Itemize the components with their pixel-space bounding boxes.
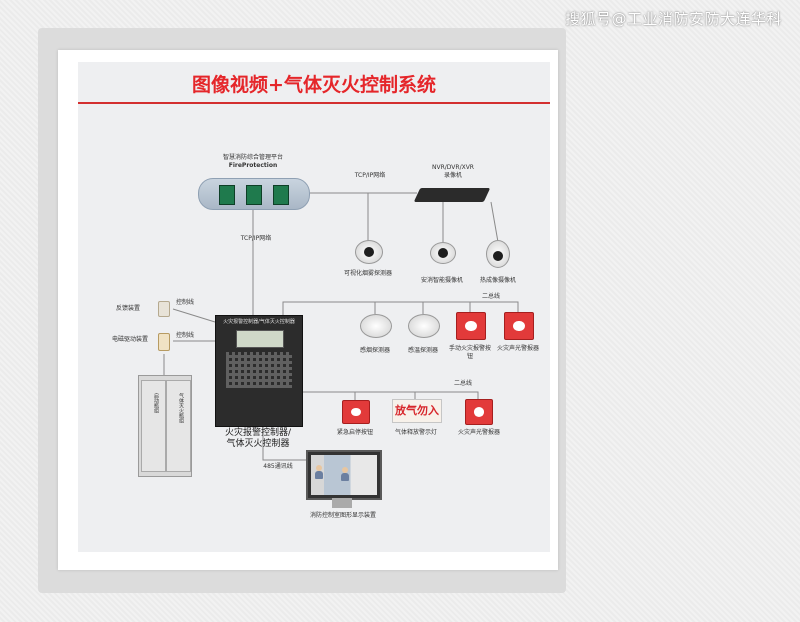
tcpip-top-label: TCP/IP网络 (354, 172, 386, 179)
platform-screen-icon (273, 185, 289, 205)
camera-label: 安消智能摄像机 (420, 277, 463, 284)
smart-camera-icon (430, 242, 456, 264)
gas-sounder-strobe-icon (465, 399, 493, 425)
detector-label: 感温探测器 (407, 347, 438, 354)
camera-lens-icon (493, 251, 503, 261)
bus-485-label: 485通讯线 (263, 463, 293, 470)
person-body (315, 471, 323, 479)
system-diagram: 图像视频+气体灭火控制系统 智慧消防综合管理平台 FireProtection (78, 62, 550, 552)
smoke-detector-icon (360, 314, 392, 338)
detector-label: 感烟探测器 (359, 347, 390, 354)
fire-alarm-control-panel: 火灾报警控制器/气体灭火控制器 (215, 315, 303, 427)
heat-detector-icon (408, 314, 440, 338)
connection-lines (163, 192, 519, 461)
camera-label: 可视化烟雾探测器 (343, 270, 392, 277)
person-body (341, 473, 349, 481)
nvr-recorder-icon (413, 188, 491, 202)
diagram-title: 图像视频+气体灭火控制系统 (192, 74, 436, 96)
platform-screen-icon (246, 185, 262, 205)
platform-label: 智慧消防综合管理平台 (222, 154, 283, 161)
cabinet-door: 启动瓶组 (141, 380, 166, 472)
panel-label: 火灾报警控制器/气体灭火控制器 (224, 428, 292, 449)
control-line-label: 控制线 (176, 332, 195, 339)
wire-nvr-cam3 (490, 201, 499, 243)
gas-device-label: 紧急启停按钮 (336, 429, 373, 436)
bus-top-label: 二总线 (481, 293, 500, 300)
control-line-label: 控制线 (176, 299, 195, 306)
platform-sublabel: FireProtection (228, 162, 278, 169)
monitor-stand (332, 498, 352, 508)
gas-device-label: 气体释放警示灯 (394, 429, 437, 436)
title-rule (78, 102, 550, 104)
wire-bus-bottom (301, 391, 479, 400)
gas-release-warning-sign: 放气勿入 (392, 399, 442, 423)
emergency-stop-button-icon (342, 400, 370, 424)
wire-left1 (172, 308, 216, 323)
camera-lens-icon (438, 248, 448, 258)
camera-label: 热成像摄像机 (479, 277, 516, 284)
wire-panel-monitor (262, 425, 306, 461)
panel-head-label: 火灾报警控制器/气体灭火控制器 (223, 319, 295, 325)
cabinet-right-label: 气体灭火瓶组 (178, 393, 184, 423)
operator-figure-icon (314, 465, 324, 479)
feedback-device-icon (158, 301, 170, 317)
panel-display-icon (236, 330, 284, 348)
visual-smoke-detector-icon (355, 240, 383, 264)
nvr-label: NVR/DVR/XVR (432, 164, 474, 171)
watermark-text: 搜狐号@工业消防安防大连华科 (564, 10, 782, 28)
gas-device-label: 火灾声光警报器 (457, 429, 500, 436)
wire-bus-top (282, 301, 519, 315)
cabinet-door: 气体灭火瓶组 (166, 380, 191, 472)
manual-call-point-icon (456, 312, 486, 340)
operator-figure-icon (340, 467, 350, 481)
camera-lens-icon (364, 247, 374, 257)
thermal-camera-icon (486, 240, 510, 268)
platform-cloud-icon (198, 178, 310, 210)
nvr-sublabel: 录像机 (443, 172, 462, 179)
person-head (342, 467, 348, 473)
detector-label: 手动火灾报警按钮 (448, 345, 491, 360)
sounder-strobe-icon (504, 312, 534, 340)
panel-keypad-icon (226, 352, 292, 388)
bus-bottom-label: 二总线 (453, 380, 472, 387)
detector-label: 火灾声光警报器 (496, 345, 539, 352)
person-head (316, 465, 322, 471)
tcpip-left-label: TCP/IP网络 (240, 235, 272, 242)
gas-cylinder-cabinet: 启动瓶组 气体灭火瓶组 (138, 375, 192, 477)
solenoid-driver-label: 电磁驱动装置 (112, 336, 149, 343)
cabinet-left-label: 启动瓶组 (153, 393, 159, 413)
solenoid-driver-icon (158, 333, 170, 351)
platform-screen-icon (219, 185, 235, 205)
monitor-label: 消防控制室图形显示装置 (309, 512, 376, 519)
feedback-device-label: 反馈装置 (116, 305, 141, 312)
